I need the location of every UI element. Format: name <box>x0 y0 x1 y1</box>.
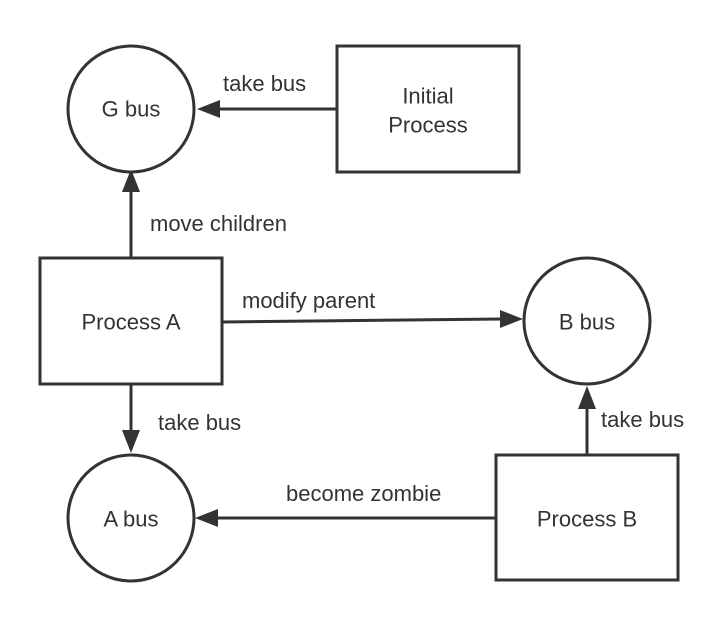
node-initial-process-label-line2: Process <box>388 113 467 138</box>
edge-processb-to-abus-arrowhead <box>195 509 218 527</box>
node-a-bus: A bus <box>66 453 196 583</box>
edge-processb-to-bbus-arrowhead <box>578 386 596 409</box>
node-initial-process-rect <box>335 44 521 174</box>
node-initial-process-label-line1: Initial <box>402 84 453 109</box>
edge-processa-to-bbus-label: modify parent <box>242 288 375 313</box>
edge-processb-to-abus: become zombie <box>195 481 496 527</box>
edge-processa-to-abus-label: take bus <box>158 410 241 435</box>
node-process-a-label: Process A <box>81 310 180 335</box>
edge-processa-to-gbus-label: move children <box>150 211 287 236</box>
node-a-bus-circle <box>66 453 196 583</box>
node-process-a-rect <box>38 256 224 386</box>
edge-processa-to-abus: take bus <box>122 385 241 453</box>
node-process-a: Process A <box>38 256 224 386</box>
edge-processb-to-bbus-label: take bus <box>601 407 684 432</box>
node-b-bus: B bus <box>522 256 652 386</box>
node-process-b-rect <box>494 453 680 582</box>
edge-processa-to-gbus-arrowhead <box>122 169 140 192</box>
node-g-bus: G bus <box>66 44 196 174</box>
edge-processa-to-bbus: modify parent <box>222 288 523 328</box>
edge-processa-to-bbus-line <box>222 317 503 324</box>
edge-processa-to-gbus: move children <box>122 169 287 258</box>
node-b-bus-label: B bus <box>559 310 615 335</box>
edge-initial-to-gbus-label: take bus <box>223 71 306 96</box>
edge-processa-to-abus-arrowhead <box>122 430 140 453</box>
edge-processa-to-bbus-arrowhead <box>500 310 523 328</box>
edge-processb-to-abus-label: become zombie <box>286 481 441 506</box>
node-a-bus-label: A bus <box>103 507 158 532</box>
node-g-bus-label: G bus <box>102 97 161 122</box>
node-g-bus-circle <box>66 44 196 174</box>
node-process-b: Process B <box>494 453 680 582</box>
node-initial-process: Initial Process <box>335 44 521 174</box>
edge-initial-to-gbus: take bus <box>197 71 337 118</box>
edge-initial-to-gbus-arrowhead <box>197 100 220 118</box>
edge-processb-to-bbus: take bus <box>578 386 684 455</box>
node-b-bus-circle <box>522 256 652 386</box>
node-process-b-label: Process B <box>537 507 637 532</box>
